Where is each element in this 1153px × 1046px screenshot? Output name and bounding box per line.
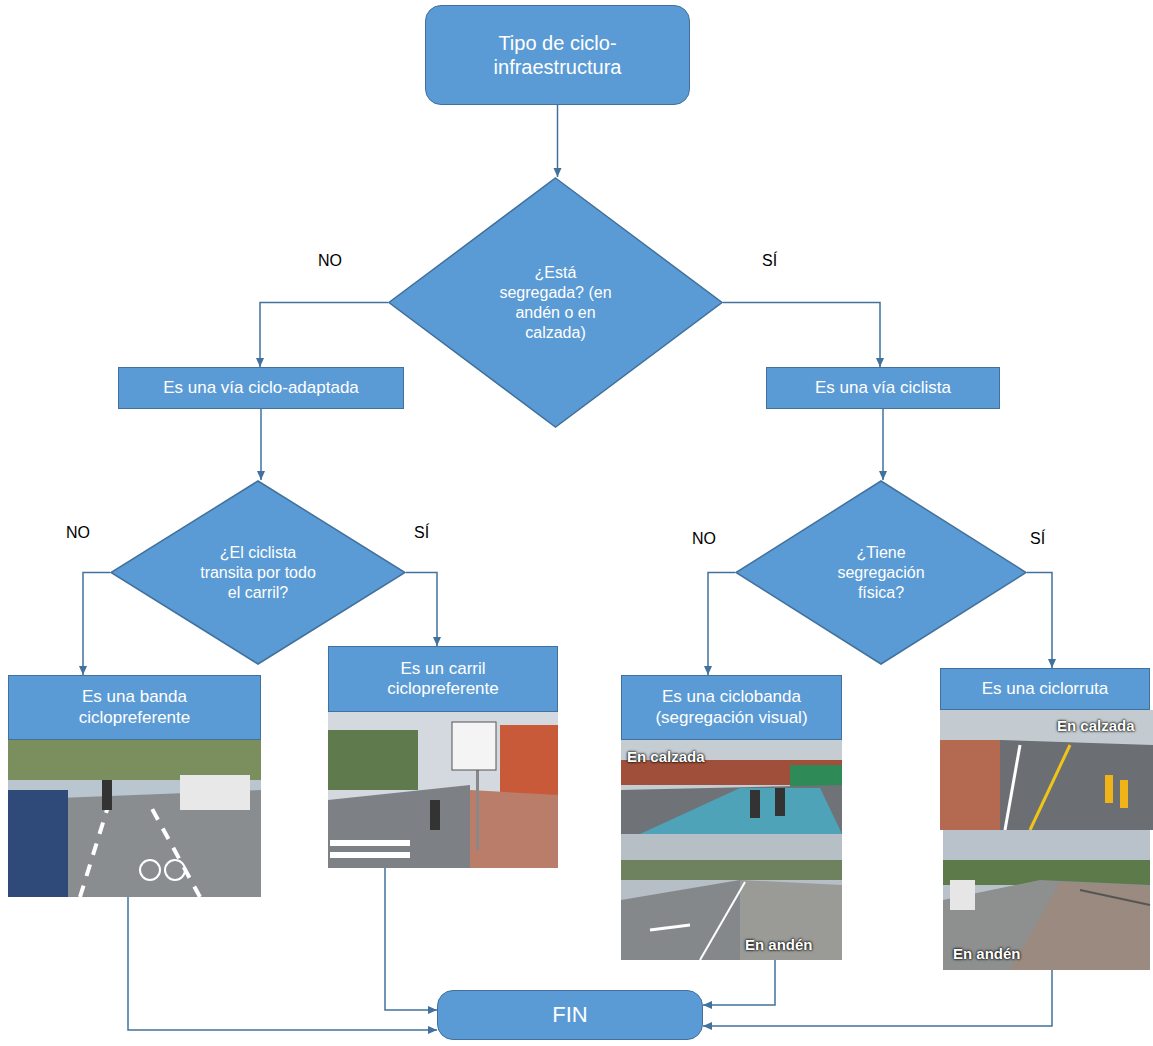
photo-road (943, 880, 1150, 970)
photo-road (328, 785, 470, 868)
process-box: Es una ciclorruta (940, 668, 1150, 710)
bollard (1120, 780, 1128, 808)
photo-cyclist (102, 780, 112, 810)
branch-label: NO (692, 530, 716, 548)
lane-marking (1005, 745, 1020, 830)
lane-marking (80, 800, 110, 897)
diamond-shape (736, 481, 1026, 664)
photo-sky (8, 740, 261, 897)
crosswalk (330, 840, 410, 846)
photo-sky (328, 712, 558, 868)
road-sign (452, 722, 496, 770)
photo-caption: En andén (745, 936, 813, 953)
bollard (1105, 775, 1113, 803)
process-box: Es una vía ciclista (766, 367, 1000, 409)
node-text: Es una vía ciclo-adaptada (163, 378, 359, 398)
photo-trees (328, 730, 418, 790)
photo-sky (940, 710, 1153, 830)
process-box: Es una ciclobanda (segregación visual) (621, 675, 842, 740)
flow-connector (882, 409, 884, 480)
diamond-shape (389, 178, 722, 427)
terminal-box: FIN (437, 990, 703, 1040)
branch-label: SÍ (1030, 530, 1045, 548)
terminal-box: Tipo de ciclo-infraestructura (425, 5, 690, 105)
flow-connector (708, 573, 735, 676)
photo-caption: En andén (953, 945, 1021, 962)
branch-label: SÍ (414, 524, 429, 542)
node-text: ¿Tiene segregación física? (826, 543, 936, 603)
flow-connector (406, 573, 437, 647)
flow-connector (1027, 573, 1052, 669)
decision-diamond: ¿Tiene segregación física? (735, 480, 1027, 665)
node-text: FIN (552, 1002, 587, 1028)
flow-connector (723, 303, 880, 368)
photo-cyclist (775, 788, 785, 816)
node-text: ¿Está segregada? (en andén o en calzada) (493, 263, 618, 343)
node-text: Es una ciclorruta (982, 679, 1109, 699)
flow-connector (260, 409, 262, 480)
street-photo (621, 740, 842, 834)
street-photo (8, 740, 261, 897)
diamond-outline (388, 177, 723, 428)
decision-diamond: ¿Está segregada? (en andén o en calzada) (388, 177, 723, 428)
photo-car (8, 790, 68, 897)
photo-sidewalk (940, 740, 1000, 830)
photo-cyclist (430, 800, 440, 830)
street-photo (943, 830, 1150, 970)
process-box: Es una banda ciclopreferente (8, 675, 261, 740)
street-photo (940, 710, 1153, 830)
branch-label: NO (66, 524, 90, 542)
photo-sky (943, 830, 1150, 970)
process-box: Es un carril ciclopreferente (328, 646, 558, 712)
node-text: ¿El ciclista transita por todo el carril… (198, 543, 318, 603)
fence (1080, 890, 1150, 905)
photo-road (621, 785, 842, 834)
flow-connector (260, 303, 388, 368)
bike-lane (640, 788, 842, 834)
photo-hills (621, 860, 842, 880)
node-text: Es una vía ciclista (815, 378, 951, 398)
photo-building (500, 725, 558, 795)
photo-trees (8, 740, 261, 780)
photo-sky (621, 740, 842, 834)
sign-pole (476, 760, 479, 850)
bike-symbol (140, 860, 160, 880)
node-text: Es una banda ciclopreferente (29, 687, 240, 728)
node-text: Es una ciclobanda (segregación visual) (632, 687, 831, 728)
crosswalk (330, 852, 410, 858)
flow-connector (83, 573, 110, 676)
branch-label: NO (318, 252, 342, 270)
node-text: Tipo de ciclo-infraestructura (466, 31, 649, 79)
lane-marking (150, 805, 200, 897)
bike-path (1010, 882, 1150, 970)
flow-connector (557, 105, 559, 177)
lane-marking (700, 882, 745, 960)
photo-sidewalk (740, 880, 842, 960)
street-photo (621, 834, 842, 960)
lane-marking (650, 925, 690, 930)
process-box: Es una vía ciclo-adaptada (118, 367, 404, 409)
lane-marking (1030, 745, 1070, 830)
photo-van (180, 775, 250, 810)
street-photo (328, 712, 558, 868)
photo-cyclist (750, 790, 760, 818)
branch-label: SÍ (762, 252, 777, 270)
node-text: Es un carril ciclopreferente (349, 659, 537, 700)
photo-road (1000, 740, 1153, 830)
photo-sky (621, 834, 842, 960)
decision-diamond: ¿El ciclista transita por todo el carril… (110, 480, 406, 665)
bike-symbol (165, 860, 185, 880)
photo-truck (950, 880, 975, 910)
diamond-shape (111, 481, 405, 664)
photo-caption: En calzada (1057, 717, 1135, 734)
photo-caption: En calzada (627, 748, 705, 765)
photo-sidewalk (470, 790, 558, 868)
